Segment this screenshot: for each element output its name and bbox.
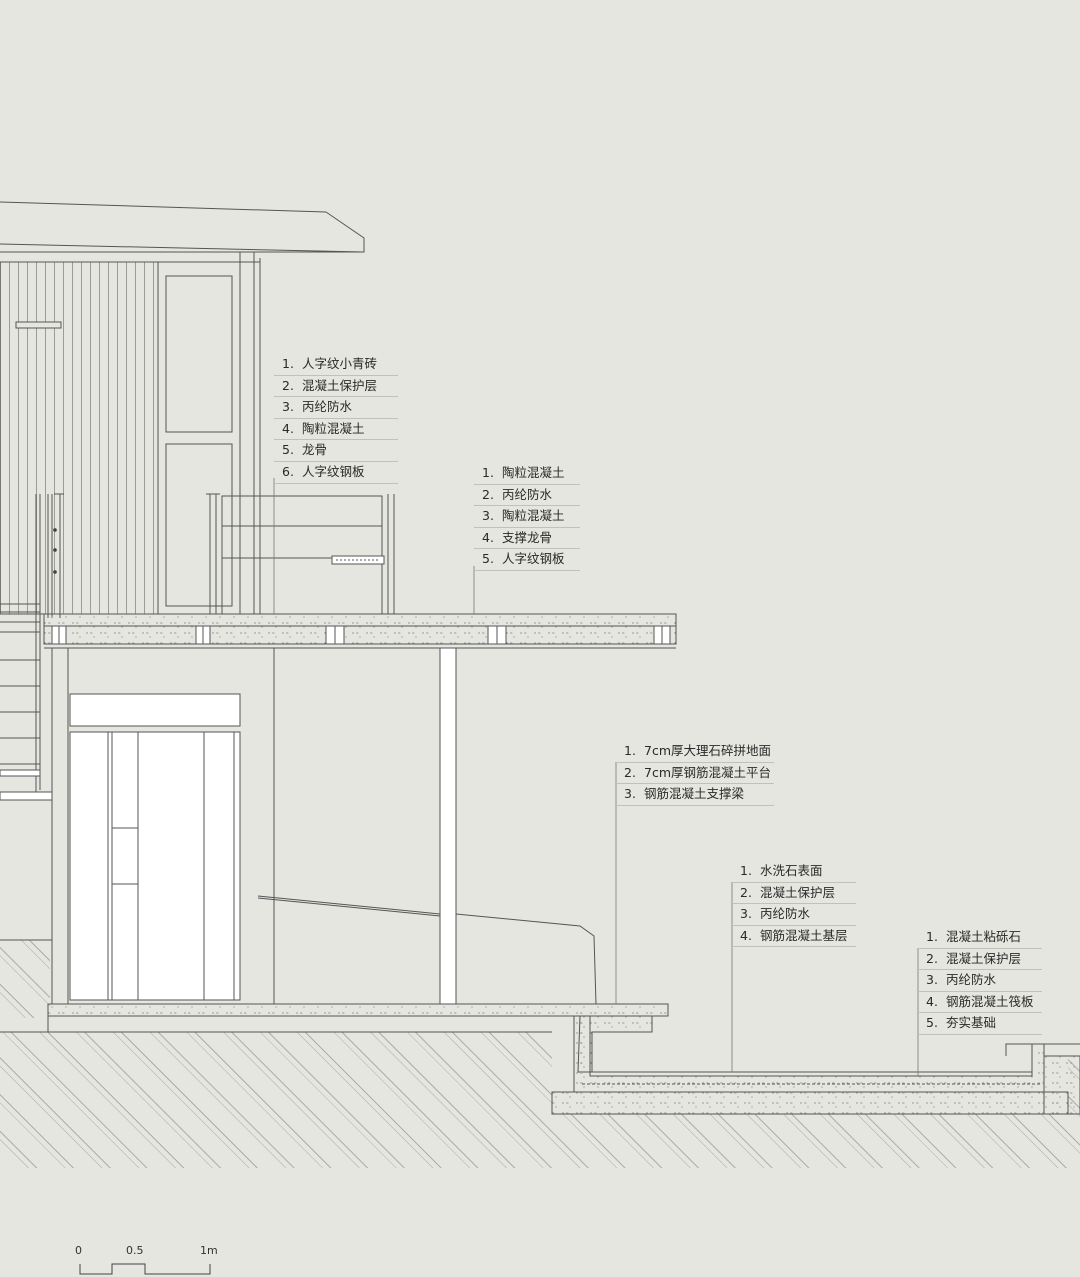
note-item: 4.钢筋混凝土筏板: [918, 992, 1042, 1014]
notes-pool-bottom: 1.水洗石表面 2.混凝土保护层 3.丙纶防水 4.钢筋混凝土基层: [732, 861, 856, 948]
note-item: 3.丙纶防水: [274, 397, 398, 419]
note-item: 1.7cm厚大理石碎拼地面: [616, 741, 774, 763]
upper-facade: [0, 252, 261, 615]
upper-deck-slab: [43, 613, 677, 649]
scale-bar: [79, 1263, 211, 1275]
note-item: 5.人字纹钢板: [474, 549, 580, 571]
note-item: 1.人字纹小青砖: [274, 354, 398, 376]
note-item: 1.陶粒混凝土: [474, 463, 580, 485]
scale-label-half: 0.5: [126, 1244, 144, 1257]
scale-label-1m: 1m: [200, 1244, 218, 1257]
note-item: 4.陶粒混凝土: [274, 419, 398, 441]
notes-platform: 1.陶粒混凝土 2.丙纶防水 3.陶粒混凝土 4.支撑龙骨 5.人字纹钢板: [474, 463, 580, 571]
scale-label-0: 0: [75, 1244, 82, 1257]
note-item: 2.7cm厚钢筋混凝土平台: [616, 763, 774, 785]
roof-canopy: [0, 201, 365, 263]
pool-basin: [551, 1015, 1080, 1115]
notes-pool-wall: 1.混凝土粘砾石 2.混凝土保护层 3.丙纶防水 4.钢筋混凝土筏板 5.夯实基…: [918, 927, 1042, 1035]
note-item: 3.陶粒混凝土: [474, 506, 580, 528]
note-item: 5.龙骨: [274, 440, 398, 462]
note-item: 4.钢筋混凝土基层: [732, 926, 856, 948]
note-item: 5.夯实基础: [918, 1013, 1042, 1035]
ground-slab: [47, 1003, 669, 1073]
note-item: 1.水洗石表面: [732, 861, 856, 883]
note-item: 2.丙纶防水: [474, 485, 580, 507]
note-item: 6.人字纹钢板: [274, 462, 398, 484]
notes-roof-deck: 1.人字纹小青砖 2.混凝土保护层 3.丙纶防水 4.陶粒混凝土 5.龙骨 6.…: [274, 354, 398, 484]
note-item: 3.钢筋混凝土支撑梁: [616, 784, 774, 806]
note-item: 1.混凝土粘砾石: [918, 927, 1042, 949]
note-item: 4.支撑龙骨: [474, 528, 580, 550]
note-item: 2.混凝土保护层: [918, 949, 1042, 971]
note-item: 2.混凝土保护层: [732, 883, 856, 905]
note-item: 2.混凝土保护层: [274, 376, 398, 398]
note-item: 3.丙纶防水: [918, 970, 1042, 992]
notes-marble-floor: 1.7cm厚大理石碎拼地面 2.7cm厚钢筋混凝土平台 3.钢筋混凝土支撑梁: [616, 741, 774, 806]
lower-storey: [51, 647, 597, 1005]
leader-lines: [273, 478, 919, 1076]
note-item: 3.丙纶防水: [732, 904, 856, 926]
stair: [0, 493, 64, 801]
steel-i-beams: [51, 625, 671, 645]
balcony-railing: [206, 493, 395, 614]
